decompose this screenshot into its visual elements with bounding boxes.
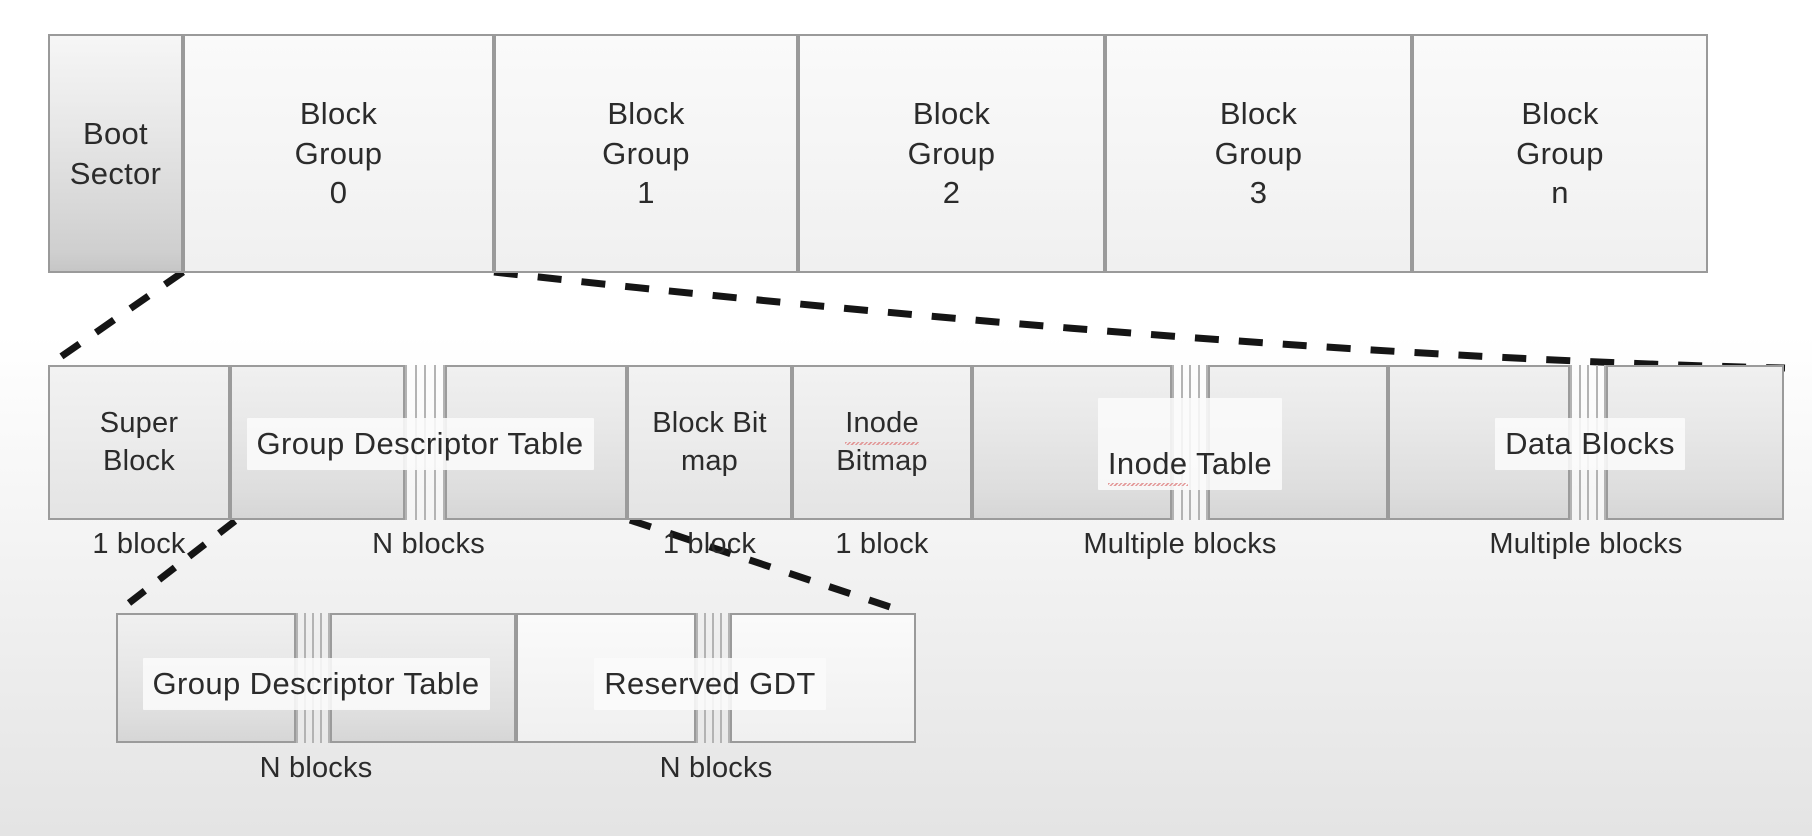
disk-cell-block-group-2[interactable] bbox=[798, 34, 1105, 273]
bg-caption-inode-bitmap: 1 block bbox=[835, 528, 929, 560]
bg-inode-table-break-mark bbox=[1172, 365, 1208, 520]
disk-cell-block-group-1[interactable] bbox=[494, 34, 798, 273]
bg-cell-inode-table-right[interactable] bbox=[1208, 365, 1388, 520]
bg-caption-data-blocks: Multiple blocks bbox=[1489, 528, 1683, 560]
disk-cell-block-group-3[interactable] bbox=[1105, 34, 1412, 273]
disk-cell-block-group-0[interactable] bbox=[183, 34, 494, 273]
bg-cell-data-blocks-left[interactable] bbox=[1388, 365, 1570, 520]
gdt-caption-table: N blocks bbox=[259, 752, 373, 784]
bg-data-blocks-break-mark bbox=[1570, 365, 1606, 520]
bg-caption-super-block: 1 block bbox=[92, 528, 186, 560]
bg-cell-inode-table-left[interactable] bbox=[972, 365, 1172, 520]
bg-gdt-break-mark bbox=[405, 365, 445, 520]
bg-caption-block-bitmap: 1 block bbox=[662, 528, 757, 560]
gdt-caption-reserved: N blocks bbox=[659, 752, 773, 784]
gdt-cell-table-left[interactable] bbox=[116, 613, 296, 743]
bg-caption-inode-table: Multiple blocks bbox=[1083, 528, 1277, 560]
bg-caption-gdt: N blocks bbox=[372, 528, 485, 560]
gdt-table-break-mark bbox=[296, 613, 330, 743]
bg-cell-gdt-right[interactable] bbox=[445, 365, 627, 520]
connector-right-top bbox=[493, 268, 1786, 372]
bg-cell-inode-bitmap[interactable] bbox=[792, 365, 972, 520]
bg-cell-data-blocks-right[interactable] bbox=[1606, 365, 1784, 520]
connector-left-top bbox=[50, 269, 185, 366]
bg-cell-gdt-left[interactable] bbox=[230, 365, 405, 520]
bg-cell-super-block[interactable] bbox=[48, 365, 230, 520]
disk-cell-block-group-n[interactable] bbox=[1412, 34, 1708, 273]
gdt-cell-table-right[interactable] bbox=[330, 613, 516, 743]
disk-cell-boot-sector[interactable] bbox=[48, 34, 183, 273]
gdt-cell-reserved-right[interactable] bbox=[730, 613, 916, 743]
gdt-cell-reserved-left[interactable] bbox=[516, 613, 696, 743]
bg-cell-block-bitmap[interactable] bbox=[627, 365, 792, 520]
gdt-reserved-break-mark bbox=[696, 613, 730, 743]
